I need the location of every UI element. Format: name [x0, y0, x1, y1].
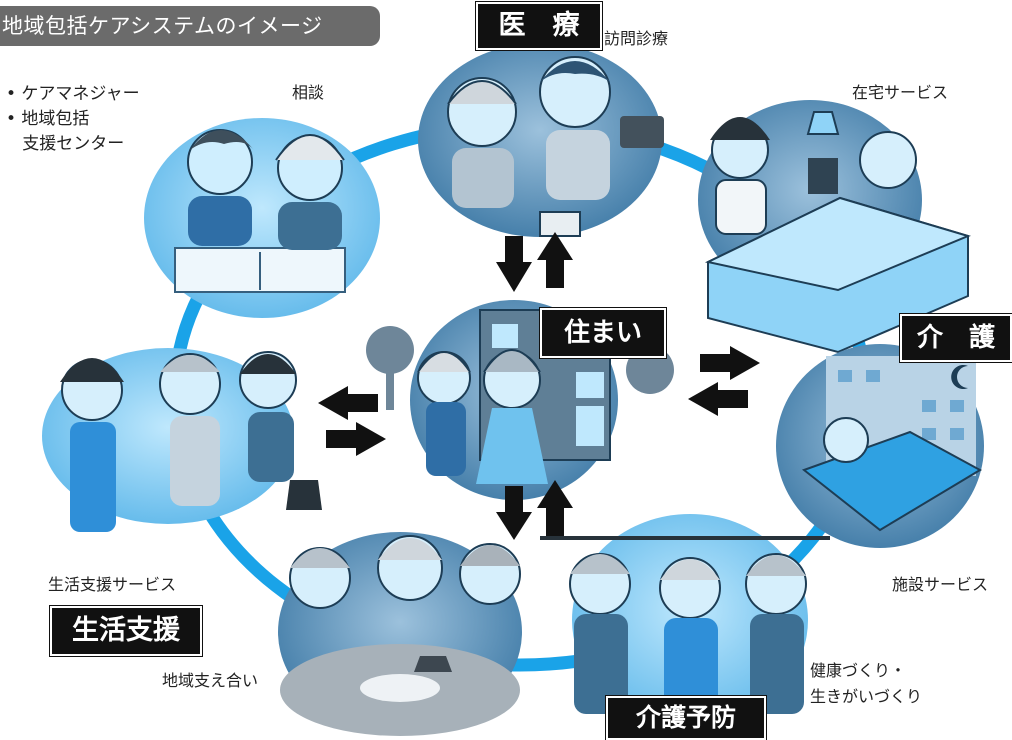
badge-medical: 医 療	[476, 2, 602, 50]
arrows	[318, 232, 760, 540]
arrow-right-upper	[700, 346, 760, 380]
prevention-scene	[540, 514, 830, 726]
consultant-item: • 地域包括	[6, 109, 90, 129]
label-consultation: 相談	[292, 83, 325, 102]
community-support-scene	[278, 532, 522, 736]
arrow-left-upper	[318, 386, 378, 420]
home-service-scene	[698, 100, 971, 354]
badge-prevention: 介護予防	[606, 696, 766, 740]
medical-scene	[418, 43, 664, 237]
label-life-support-service: 生活支援サービス	[48, 575, 177, 594]
arrow-down-top	[496, 236, 532, 292]
consultant-item: 支援センター	[6, 134, 125, 154]
badge-life-support: 生活支援	[50, 606, 202, 656]
facility-scene	[776, 344, 984, 548]
arrow-right-lower	[326, 422, 386, 456]
badge-housing: 住まい	[540, 308, 666, 358]
arrow-up-top	[537, 232, 573, 288]
label-home-visit-medical: 訪問診療	[604, 29, 669, 48]
label-facility-service: 施設サービス	[892, 575, 989, 594]
label-community-support: 地域支え合い	[162, 671, 259, 690]
arrow-down-bottom	[496, 486, 532, 540]
life-support-scene	[42, 348, 322, 532]
arrow-up-bottom	[537, 480, 573, 536]
label-health-line1: 健康づくり・	[810, 661, 907, 680]
arrow-left-lower	[688, 382, 748, 416]
consultant-list: • ケアマネジャー • 地域包括 支援センター	[6, 82, 140, 157]
label-home-service: 在宅サービス	[852, 83, 949, 102]
consultation-scene	[144, 118, 380, 318]
page-title: 地域包括ケアシステムのイメージ	[0, 6, 380, 46]
label-health-line2: 生きがいづくり	[810, 687, 923, 706]
badge-care: 介 護	[900, 314, 1012, 362]
consultant-item: • ケアマネジャー	[6, 84, 140, 104]
